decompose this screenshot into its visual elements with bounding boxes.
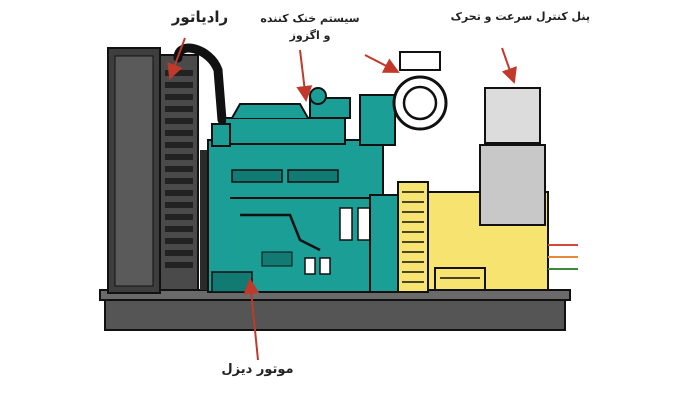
- label-cooling-line1: سیستم خنک کننده: [260, 12, 360, 25]
- arrow-radiator: [167, 37, 186, 80]
- base-frame: [99, 289, 571, 331]
- label-cooling-system: سیستم خنک کننده و اگزوز: [245, 10, 375, 44]
- label-radiator: رادیاتور: [171, 8, 229, 26]
- arrow-cooling-2: [296, 49, 313, 102]
- diesel-engine: [200, 87, 401, 293]
- control-panel: [479, 87, 546, 226]
- radiator-fins: [165, 70, 193, 268]
- output-wires: [548, 244, 578, 270]
- label-control-panel: پنل کنترل سرعت و تحرک: [450, 10, 590, 23]
- exhaust-turbo: [359, 51, 448, 146]
- arrow-cooling: [364, 54, 400, 73]
- label-diesel-engine: موتور دیزل: [221, 362, 294, 377]
- arrow-engine: [243, 278, 260, 361]
- arrow-panel: [501, 47, 517, 84]
- radiator: [107, 43, 227, 294]
- annotation-arrows: [167, 37, 517, 361]
- label-cooling-line2: و اگزوز: [289, 29, 331, 42]
